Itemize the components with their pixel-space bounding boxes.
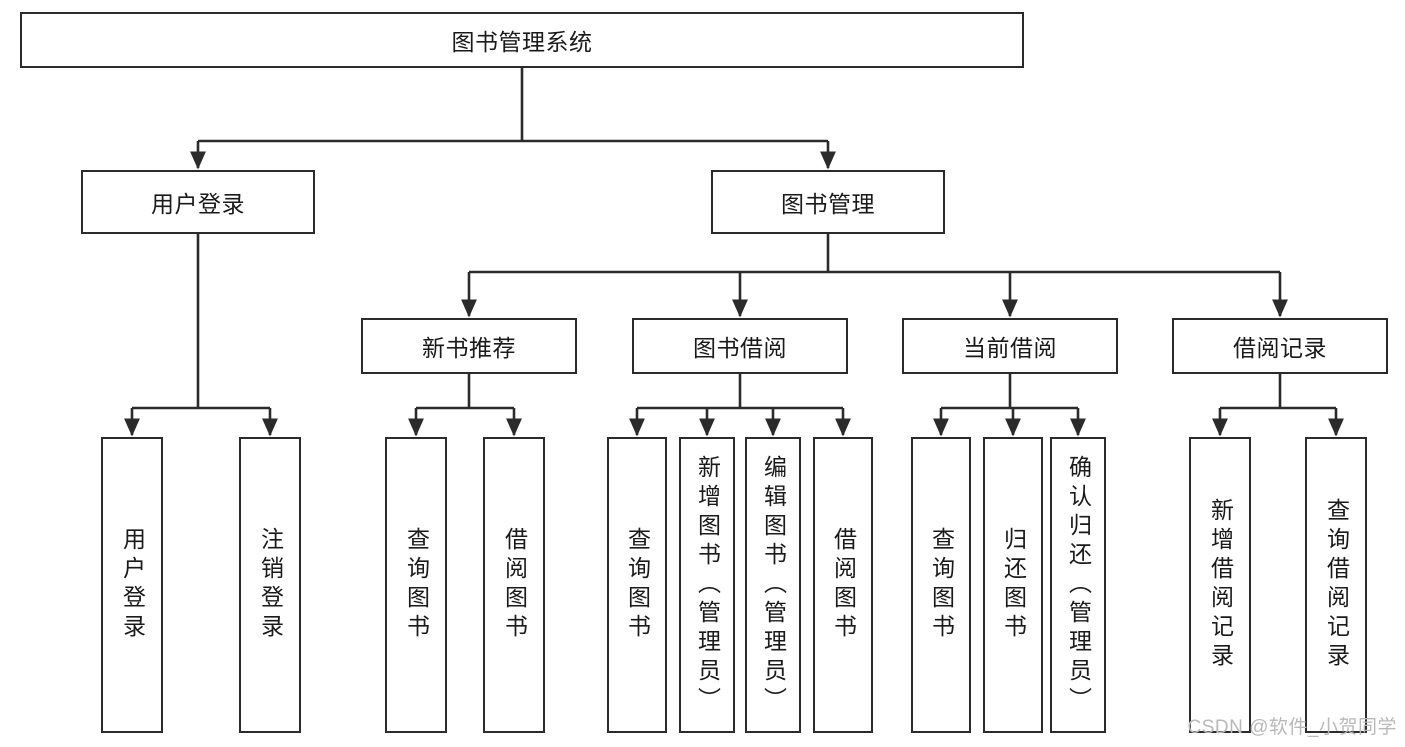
node-leaf-user-login[interactable]: 用户登录 <box>101 437 163 733</box>
node-user-login[interactable]: 用户登录 <box>81 170 315 234</box>
node-current-borrow[interactable]: 当前借阅 <box>902 318 1118 374</box>
node-leaf-borrow-book-label: 借阅图书 <box>830 527 857 643</box>
node-leaf-query-book-rec[interactable]: 查询图书 <box>385 437 447 733</box>
node-leaf-return-book[interactable]: 归还图书 <box>983 437 1043 733</box>
node-root-label: 图书管理系统 <box>451 29 593 55</box>
node-leaf-borrow-book-rec-label: 借阅图书 <box>501 527 528 643</box>
node-leaf-edit-book-admin-label: 编辑图书（管理员） <box>760 454 787 716</box>
node-root[interactable]: 图书管理系统 <box>20 12 1024 68</box>
node-leaf-query-book-borrow[interactable]: 查询图书 <box>607 437 667 733</box>
node-borrow-records-label: 借阅记录 <box>1233 335 1327 361</box>
node-leaf-return-book-label: 归还图书 <box>1000 527 1027 643</box>
node-leaf-logout-login[interactable]: 注销登录 <box>239 437 301 733</box>
node-leaf-add-borrow-record[interactable]: 新增借阅记录 <box>1189 437 1251 733</box>
node-leaf-confirm-return-admin[interactable]: 确认归还（管理员） <box>1050 437 1106 733</box>
node-book-borrow[interactable]: 图书借阅 <box>632 318 848 374</box>
node-leaf-query-borrow-record[interactable]: 查询借阅记录 <box>1305 437 1367 733</box>
node-new-book-recommend-label: 新书推荐 <box>422 335 516 361</box>
node-leaf-add-borrow-record-label: 新增借阅记录 <box>1207 498 1234 672</box>
node-leaf-query-book-borrow-label: 查询图书 <box>624 527 651 643</box>
node-leaf-borrow-book[interactable]: 借阅图书 <box>813 437 873 733</box>
node-leaf-query-borrow-record-label: 查询借阅记录 <box>1323 498 1350 672</box>
node-leaf-edit-book-admin[interactable]: 编辑图书（管理员） <box>745 437 801 733</box>
node-borrow-records[interactable]: 借阅记录 <box>1172 318 1388 374</box>
node-leaf-query-book-cur-label: 查询图书 <box>928 527 955 643</box>
node-leaf-add-book-admin[interactable]: 新增图书（管理员） <box>679 437 735 733</box>
node-leaf-confirm-return-admin-label: 确认归还（管理员） <box>1065 454 1092 716</box>
node-book-borrow-label: 图书借阅 <box>693 335 787 361</box>
node-book-management[interactable]: 图书管理 <box>711 170 945 234</box>
node-leaf-logout-login-label: 注销登录 <box>257 527 284 643</box>
node-leaf-borrow-book-rec[interactable]: 借阅图书 <box>483 437 545 733</box>
node-leaf-query-book-rec-label: 查询图书 <box>403 527 430 643</box>
node-new-book-recommend[interactable]: 新书推荐 <box>361 318 577 374</box>
node-leaf-user-login-label: 用户登录 <box>119 527 146 643</box>
node-user-login-label: 用户登录 <box>151 191 245 217</box>
node-leaf-add-book-admin-label: 新增图书（管理员） <box>694 454 721 716</box>
node-current-borrow-label: 当前借阅 <box>963 335 1057 361</box>
node-book-management-label: 图书管理 <box>781 191 875 217</box>
watermark-text: CSDN @软件_小贺同学 <box>1187 717 1397 738</box>
node-leaf-query-book-cur[interactable]: 查询图书 <box>911 437 971 733</box>
